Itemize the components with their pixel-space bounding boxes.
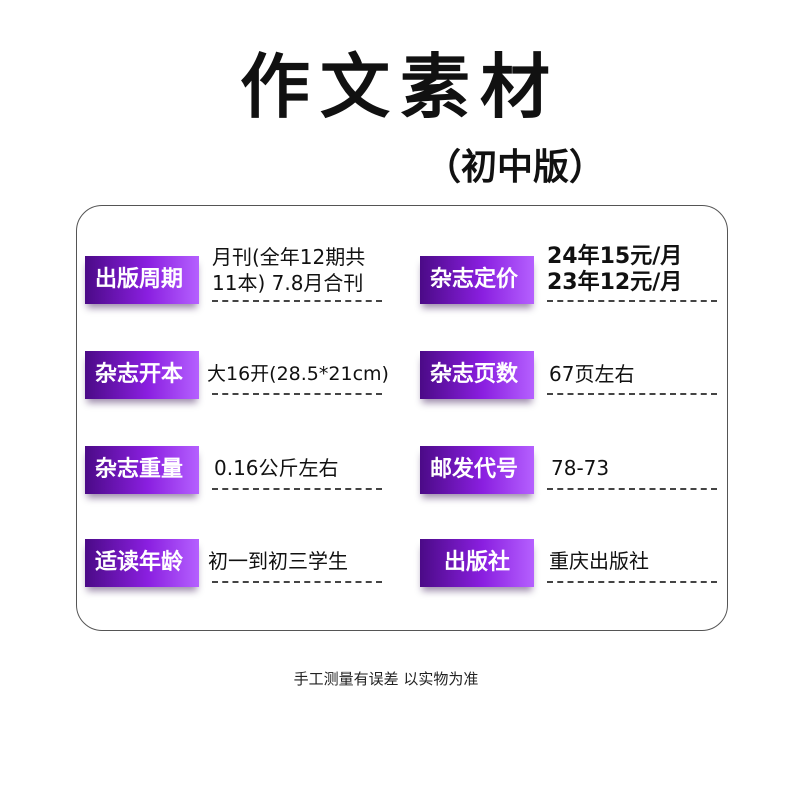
value-publisher: 重庆出版社 [549, 549, 649, 573]
value-line: 月刊(全年12期共 [212, 245, 366, 269]
value-line: 11本) 7.8月合刊 [212, 271, 364, 295]
dashed-underline [212, 393, 382, 395]
value-postal-code: 78-73 [551, 456, 610, 480]
footer-note: 手工测量有误差 以实物为准 [293, 670, 479, 688]
value-line: 23年12元/月 [547, 270, 683, 295]
value-reading-age: 初一到初三学生 [208, 549, 348, 573]
label-publisher: 出版社 [420, 539, 534, 587]
label-magazine-format: 杂志开本 [85, 351, 199, 399]
page-subtitle: （初中版） [424, 147, 605, 188]
dashed-underline [212, 581, 382, 583]
dashed-underline [547, 581, 717, 583]
value-publication-cycle: 月刊(全年12期共 11本) 7.8月合刊 [212, 244, 365, 296]
label-publication-cycle: 出版周期 [85, 256, 199, 304]
label-reading-age: 适读年龄 [85, 539, 199, 587]
dashed-underline [547, 488, 717, 490]
value-magazine-format: 大16开(28.5*21cm) [207, 363, 389, 385]
value-magazine-pages: 67页左右 [549, 362, 635, 386]
value-magazine-weight: 0.16公斤左右 [214, 456, 339, 480]
dashed-underline [212, 488, 382, 490]
label-magazine-pages: 杂志页数 [420, 351, 534, 399]
value-magazine-price: 24年15元/月 23年12元/月 [547, 244, 682, 296]
value-line: 24年15元/月 [547, 244, 683, 269]
page-title: 作文素材 [240, 46, 560, 128]
spec-card: 出版周期 月刊(全年12期共 11本) 7.8月合刊 杂志定价 24年15元/月… [76, 205, 728, 631]
label-magazine-price: 杂志定价 [420, 256, 534, 304]
dashed-underline [547, 300, 717, 302]
dashed-underline [547, 393, 717, 395]
dashed-underline [212, 300, 382, 302]
label-postal-code: 邮发代号 [420, 446, 534, 494]
label-magazine-weight: 杂志重量 [85, 446, 199, 494]
